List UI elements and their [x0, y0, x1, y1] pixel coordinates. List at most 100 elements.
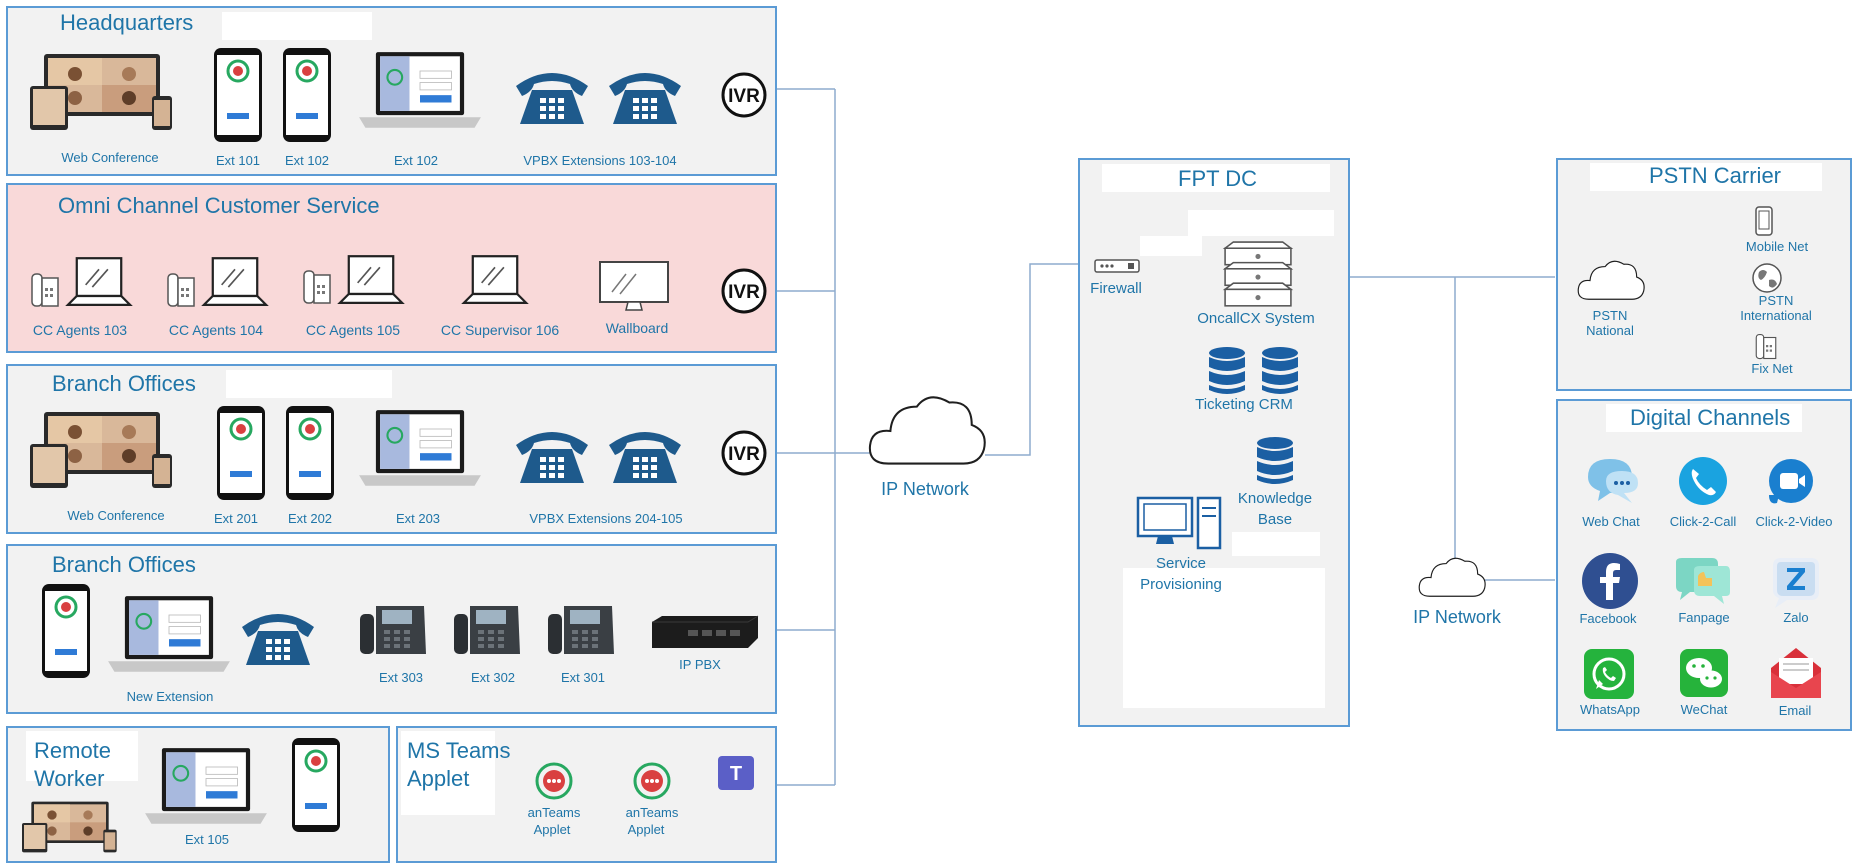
zalo-icon[interactable] — [1767, 556, 1825, 610]
laptop-icon[interactable] — [106, 594, 232, 678]
database-icon — [1260, 346, 1300, 396]
knowledge-base-label-1: Knowledge — [1237, 490, 1313, 507]
ip-phone-icon[interactable] — [358, 600, 428, 656]
ip-network-left-label: IP Network — [881, 479, 969, 499]
branch1-vpbx-label: VPBX Extensions 204-105 — [529, 511, 683, 526]
pstn-national-label-2: National — [1586, 323, 1634, 338]
digital-channel-label: WeChat — [1680, 702, 1728, 717]
server-icon — [1220, 240, 1296, 312]
laptop-icon[interactable] — [357, 50, 483, 134]
qr-phone-icon[interactable] — [284, 405, 336, 501]
dc-mask-b — [1140, 236, 1202, 256]
dc-title-mask — [1102, 164, 1330, 192]
anteams-b-label-2: Applet — [627, 822, 665, 837]
mobile-net-label: Mobile Net — [1745, 239, 1809, 254]
database-icon — [1255, 436, 1295, 486]
hq-ext-b-label: Ext 102 — [284, 153, 330, 168]
remote-ext-label: Ext 105 — [184, 832, 230, 847]
digital-title-mask — [1606, 404, 1802, 432]
fix-net-label: Fix Net — [1751, 361, 1793, 376]
ip-network-right-label: IP Network — [1413, 607, 1501, 627]
facebook-icon[interactable] — [1581, 552, 1639, 610]
cloud-icon — [1417, 555, 1487, 599]
wallboard-label: Wallboard — [605, 320, 669, 336]
knowledge-base-label-2: Base — [1257, 511, 1293, 528]
workstation-icon — [1136, 496, 1222, 550]
firewall-icon — [1094, 259, 1140, 273]
database-icon — [1207, 346, 1247, 396]
ip-phone-icon[interactable] — [452, 600, 522, 656]
mobile-phone-icon — [1755, 206, 1773, 236]
click-to-call-icon[interactable] — [1677, 455, 1729, 507]
digital-channel-label: Fanpage — [1678, 610, 1730, 625]
anteams-icon[interactable] — [530, 760, 578, 802]
oncallcx-system-label: OncallCX System — [1197, 310, 1315, 327]
branch1-ext-c-label: Ext 203 — [395, 511, 441, 526]
dc-mask-c — [1232, 532, 1320, 556]
qr-phone-icon[interactable] — [281, 47, 333, 143]
digital-channel-label: Zalo — [1783, 610, 1809, 625]
deskset-icon — [166, 268, 196, 308]
service-provisioning-label-2: Provisioning — [1140, 576, 1222, 593]
anteams-b-label-1: anTeams — [625, 805, 679, 820]
ip-phone-icon[interactable] — [546, 600, 616, 656]
desk-phone-icon[interactable] — [512, 423, 592, 487]
desk-phone-icon[interactable] — [238, 605, 318, 669]
ivr-icon — [721, 430, 767, 476]
cc-agent-c-label: CC Agents 105 — [305, 322, 401, 338]
hq-web-conference-label: Web Conference — [61, 150, 159, 165]
laptop-icon[interactable] — [336, 254, 406, 314]
qr-phone-icon[interactable] — [290, 737, 342, 833]
email-icon[interactable] — [1769, 644, 1823, 702]
cloud-icon — [866, 392, 988, 468]
pstn-carrier-title: PSTN Carrier — [1649, 163, 1782, 188]
pstn-national-label-1: PSTN — [1592, 308, 1628, 323]
cc-supervisor-label: CC Supervisor 106 — [440, 322, 560, 338]
digital-channel-label: Facebook — [1579, 611, 1637, 626]
ivr-icon — [721, 72, 767, 118]
fpt-dc-title: FPT DC — [1178, 166, 1258, 191]
branch2-ext-a-label: Ext 303 — [378, 670, 424, 685]
branch1-ext-b-label: Ext 202 — [287, 511, 333, 526]
laptop-icon[interactable] — [357, 408, 483, 492]
fanpage-icon[interactable] — [1672, 556, 1734, 608]
ms-teams-icon: T — [718, 756, 754, 790]
ip-pbx-icon — [652, 615, 759, 648]
qr-phone-icon[interactable] — [212, 47, 264, 143]
omni-channel-title: Omni Channel Customer Service — [58, 193, 380, 218]
headquarters-title: Headquarters — [60, 10, 194, 35]
laptop-icon[interactable] — [200, 256, 270, 316]
whatsapp-icon[interactable] — [1583, 648, 1635, 700]
web-conference-icon — [22, 800, 122, 854]
svg-text:T: T — [730, 763, 742, 785]
pstn-international-label-1: PSTN — [1758, 293, 1794, 308]
ticketing-crm-label: Ticketing CRM — [1195, 396, 1293, 413]
laptop-icon[interactable] — [460, 254, 530, 314]
hq-ext-a-label: Ext 101 — [215, 153, 261, 168]
click-to-video-icon[interactable] — [1765, 455, 1829, 507]
desk-phone-icon[interactable] — [605, 423, 685, 487]
qr-phone-icon[interactable] — [215, 405, 267, 501]
cloud-icon — [1576, 258, 1646, 302]
branch1-web-conference-label: Web Conference — [67, 508, 165, 523]
remote-title-line-2: Worker — [34, 766, 105, 791]
pstn-international-label-2: International — [1740, 308, 1812, 323]
ip-pbx-label: IP PBX — [679, 657, 721, 672]
digital-channels-title: Digital Channels — [1630, 405, 1791, 430]
laptop-icon[interactable] — [143, 746, 269, 830]
deskset-icon — [30, 268, 60, 308]
anteams-icon[interactable] — [628, 760, 676, 802]
desk-phone-icon[interactable] — [605, 64, 685, 128]
branch1-title-mask — [226, 370, 392, 398]
qr-phone-icon[interactable] — [40, 583, 92, 679]
desk-phone-icon[interactable] — [512, 64, 592, 128]
laptop-icon[interactable] — [64, 256, 134, 316]
branch2-title: Branch Offices — [52, 552, 196, 577]
web-chat-icon[interactable] — [1584, 455, 1640, 507]
digital-channel-label: Web Chat — [1582, 514, 1640, 529]
teams-title-line-1: MS Teams — [407, 738, 511, 763]
teams-title-line-2: Applet — [407, 766, 470, 791]
service-provisioning-label-1: Service — [1155, 555, 1207, 572]
digital-channel-label: WhatsApp — [1580, 702, 1640, 717]
wechat-icon[interactable] — [1679, 648, 1729, 698]
